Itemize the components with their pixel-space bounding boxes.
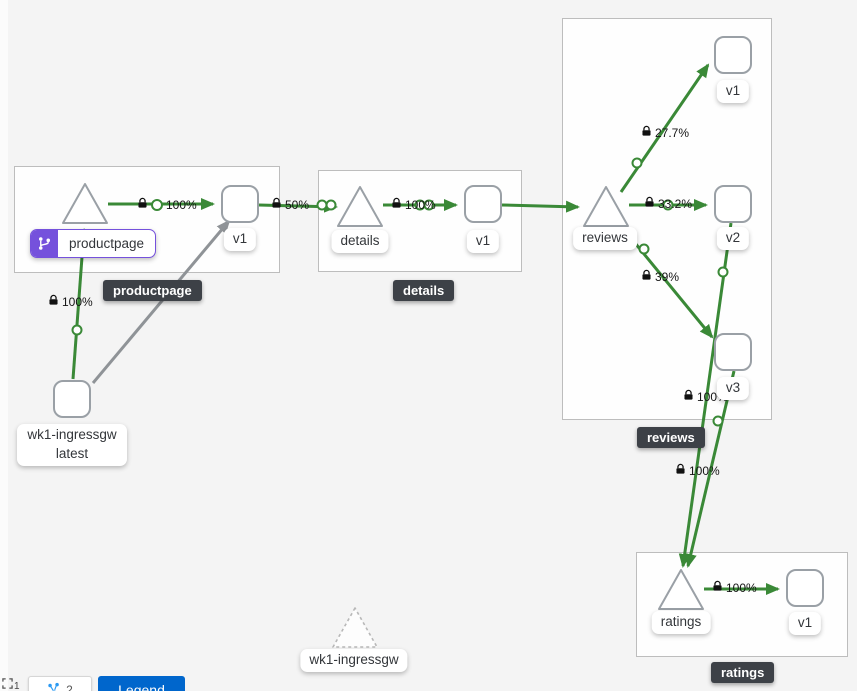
lock-icon xyxy=(137,197,148,212)
workload-node-details-v1[interactable] xyxy=(464,185,502,223)
edge-label-reviews-v2: 33.2% xyxy=(644,196,692,211)
workload-node-ratings-v1[interactable] xyxy=(786,569,824,607)
edge-label-productpage-v1: 100% xyxy=(137,197,197,212)
traffic-dot xyxy=(151,198,163,211)
workload-node-ingressgw[interactable] xyxy=(53,380,91,418)
edge-label-ingress-productpage: 100% xyxy=(48,294,93,309)
zoom-indicator[interactable]: 1 xyxy=(2,678,20,691)
service-triangle-details[interactable] xyxy=(337,186,383,227)
edge-label-ratings-v1: 100% xyxy=(712,580,757,595)
edge-label-reviews-v1: 27.7% xyxy=(641,125,689,140)
app-badge-label: productpage xyxy=(69,236,145,251)
edge-ingress-to-productpage-v1-idle[interactable] xyxy=(91,219,231,384)
traffic-dot xyxy=(423,199,435,211)
ghost-service-triangle-ingressgw[interactable] xyxy=(332,607,378,648)
expand-icon xyxy=(2,678,13,691)
edge-v3-to-ratings[interactable] xyxy=(684,370,736,568)
group-tooltip-details: details xyxy=(393,280,455,301)
lock-icon xyxy=(641,125,652,140)
workload-node-reviews-v1[interactable] xyxy=(714,36,752,74)
node-label-reviews-v1[interactable]: v1 xyxy=(716,80,750,103)
node-label-details-v1[interactable]: v1 xyxy=(466,230,500,253)
left-edge-strip xyxy=(0,0,8,691)
traffic-dot xyxy=(71,324,83,336)
zoom-badge-label: 1 xyxy=(14,681,20,691)
group-tooltip-productpage: productpage xyxy=(103,280,202,301)
group-tooltip-reviews: reviews xyxy=(637,427,705,448)
lock-icon xyxy=(712,580,723,595)
node-label-ratings-v1[interactable]: v1 xyxy=(788,612,822,635)
node-label-productpage-v1[interactable]: v1 xyxy=(223,228,257,251)
edge-label-v2-ratings: 100% xyxy=(675,463,720,478)
node-label-ghost-ingressgw[interactable]: wk1-ingressgw xyxy=(300,649,408,672)
app-badge-productpage[interactable]: productpage xyxy=(30,229,157,258)
node-label-reviews[interactable]: reviews xyxy=(573,227,637,250)
edge-reviews-to-v1[interactable] xyxy=(619,63,710,193)
workload-node-productpage-v1[interactable] xyxy=(221,185,259,223)
edge-percent: 39% xyxy=(655,269,680,284)
edge-percent: 33.2% xyxy=(658,196,693,211)
workload-name: wk1-ingressgw xyxy=(27,427,117,442)
service-triangle-ratings[interactable] xyxy=(658,569,704,610)
node-label-reviews-v2[interactable]: v2 xyxy=(716,227,750,250)
workload-version: latest xyxy=(55,445,89,461)
service-triangle-reviews[interactable] xyxy=(583,186,629,227)
edge-percent: 27.7% xyxy=(655,125,690,140)
node-label-details[interactable]: details xyxy=(331,230,389,253)
edge-percent: 100% xyxy=(689,463,720,478)
edge-percent: 100% xyxy=(726,580,757,595)
edge-percent: 100% xyxy=(62,294,93,309)
workload-node-reviews-v2[interactable] xyxy=(714,185,752,223)
node-label-ratings[interactable]: ratings xyxy=(651,611,711,634)
lock-icon xyxy=(391,197,402,212)
workload-node-reviews-v3[interactable] xyxy=(714,333,752,371)
edge-label-v1-details: 50% xyxy=(271,197,309,212)
traffic-dot xyxy=(325,199,337,211)
traffic-dot xyxy=(717,266,729,278)
traffic-dot xyxy=(662,199,674,211)
lock-icon xyxy=(644,196,655,211)
code-branch-icon xyxy=(31,230,58,257)
traffic-dot xyxy=(638,243,650,255)
lock-icon xyxy=(48,294,59,309)
group-tooltip-ratings: ratings xyxy=(711,662,775,683)
lock-icon xyxy=(271,197,282,212)
edge-v2-to-ratings[interactable] xyxy=(678,222,733,568)
lock-icon xyxy=(641,269,652,284)
traffic-dot xyxy=(316,199,328,211)
legend-button[interactable]: Legend xyxy=(98,676,185,691)
traffic-dot xyxy=(712,415,724,427)
service-triangle-productpage[interactable] xyxy=(62,183,108,224)
traffic-dot xyxy=(631,157,643,169)
edge-label-details-v1: 100% xyxy=(391,197,436,212)
lock-icon xyxy=(683,389,694,404)
layout-badge-label: 2 xyxy=(66,683,73,691)
node-label-reviews-v3[interactable]: v3 xyxy=(716,377,750,400)
edge-percent: 50% xyxy=(285,197,310,212)
edge-label-reviews-v3: 39% xyxy=(641,269,679,284)
graph-icon xyxy=(47,682,61,691)
edge-percent: 100% xyxy=(166,197,197,212)
edge-percent: 100% xyxy=(405,197,436,212)
graph-layout-button[interactable]: 2 xyxy=(28,676,92,691)
node-label-ingressgw[interactable]: wk1-ingressgw latest xyxy=(17,424,127,466)
lock-icon xyxy=(675,463,686,478)
edge-details-to-reviews[interactable] xyxy=(501,200,580,213)
